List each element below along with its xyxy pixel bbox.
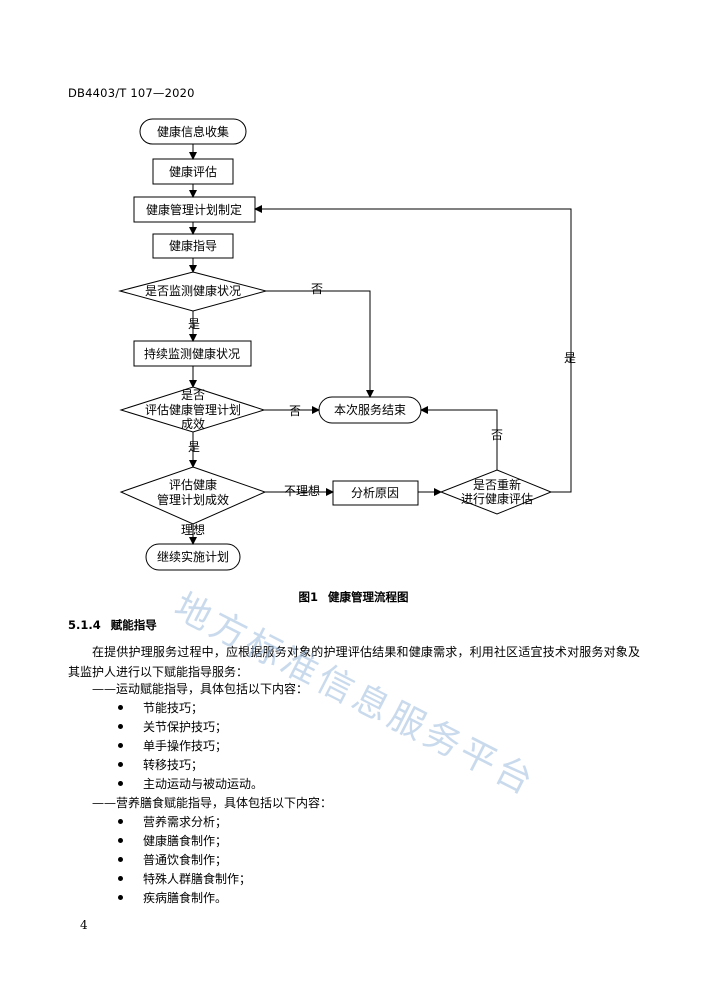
document-code: DB4403/T 107—2020: [68, 86, 195, 100]
edge-label-ideal: 理想: [181, 522, 205, 537]
node-effect-q-line2: 管理计划成效: [157, 492, 229, 507]
figure-number: 图1: [298, 590, 318, 604]
bullet-icon: [118, 743, 123, 748]
node-eval-q-line3: 成效: [181, 416, 205, 431]
node-reassess-q-line1: 是否重新: [473, 477, 521, 492]
list-item: 营养需求分析；: [118, 813, 227, 831]
group-heading: ——运动赋能指导，具体包括以下内容：: [92, 682, 309, 696]
bullet-icon: [118, 762, 123, 767]
node-eval-q-shape: [119, 386, 266, 433]
bullet-icon: [118, 857, 123, 862]
bullet-icon: [118, 724, 123, 729]
figure-caption: 图1 健康管理流程图: [0, 589, 707, 605]
bullet-icon: [118, 705, 123, 710]
node-reassess-q-line2: 进行健康评估: [461, 491, 533, 506]
section-title: 赋能指导: [110, 618, 157, 632]
node-end-label: 本次服务结束: [334, 402, 406, 417]
node-effect-q-shape: [119, 466, 267, 525]
list-item: 关节保护技巧；: [118, 718, 227, 736]
edge-label-no-eval: 否: [289, 404, 301, 418]
group-heading: ——营养膳食赋能指导，具体包括以下内容：: [92, 796, 333, 810]
node-reassess-q-shape: [439, 469, 553, 515]
list-item: 节能技巧；: [118, 699, 203, 717]
list-item: 主动运动与被动运动。: [118, 775, 263, 793]
list-item: 健康膳食制作；: [118, 832, 227, 850]
figure-title: 健康管理流程图: [328, 590, 409, 604]
bullet-icon: [118, 895, 123, 900]
node-continue-shape: [145, 543, 241, 571]
bullet-icon: [118, 781, 123, 786]
health-management-flowchart: 健康信息收集 健康评估 健康管理计划制定 健康指导 是否监测健康状况 持续监测健…: [118, 118, 576, 571]
node-plan-label: 健康管理计划制定: [146, 202, 242, 217]
edge-label-no-monitor: 否: [311, 282, 323, 296]
node-eval-q-line2: 评估健康管理计划: [145, 402, 241, 417]
bullet-icon: [118, 876, 123, 881]
node-analyze-label: 分析原因: [351, 486, 399, 500]
list-item: 转移技巧；: [118, 756, 203, 774]
list-item: 特殊人群膳食制作；: [118, 870, 251, 888]
section-number: 5.1.4: [68, 618, 101, 632]
page-number: 4: [80, 918, 88, 932]
node-analyze-shape: [332, 480, 419, 506]
edge-label-not-ideal: 不理想: [284, 483, 320, 498]
node-collect-label: 健康信息收集: [157, 124, 229, 139]
section-heading: 5.1.4 赋能指导: [68, 617, 157, 633]
list-item: 单手操作技巧；: [118, 737, 227, 755]
edge-label-yes-reassess: 是: [564, 351, 576, 365]
node-effect-q-line1: 评估健康: [169, 477, 217, 492]
node-monitor-label: 持续监测健康状况: [144, 346, 240, 361]
node-monitor-shape: [133, 340, 252, 367]
list-item: 疾病膳食制作。: [118, 889, 227, 907]
bullet-icon: [118, 838, 123, 843]
node-assess-shape: [152, 158, 234, 185]
node-collect-shape: [139, 118, 247, 145]
node-assess-label: 健康评估: [169, 164, 217, 179]
node-eval-q-line1: 是否: [181, 388, 205, 402]
list-item: 普通饮食制作；: [118, 851, 227, 869]
node-guide-label: 健康指导: [169, 238, 217, 253]
node-continue-label: 继续实施计划: [157, 549, 229, 564]
node-plan-shape: [133, 196, 256, 223]
edge-label-no-reassess: 否: [491, 428, 503, 442]
edge-label-yes-eval: 是: [188, 440, 200, 454]
node-monitor-q-label: 是否监测健康状况: [145, 283, 241, 298]
node-end-shape: [318, 396, 422, 424]
node-monitor-q-shape: [118, 271, 268, 312]
intro-paragraph: 在提供护理服务过程中，应根据服务对象的护理评估结果和健康需求，利用社区适宜技术对…: [68, 645, 640, 679]
edge-label-yes-monitor: 是: [188, 317, 200, 331]
node-guide-shape: [152, 233, 234, 259]
bullet-icon: [118, 819, 123, 824]
